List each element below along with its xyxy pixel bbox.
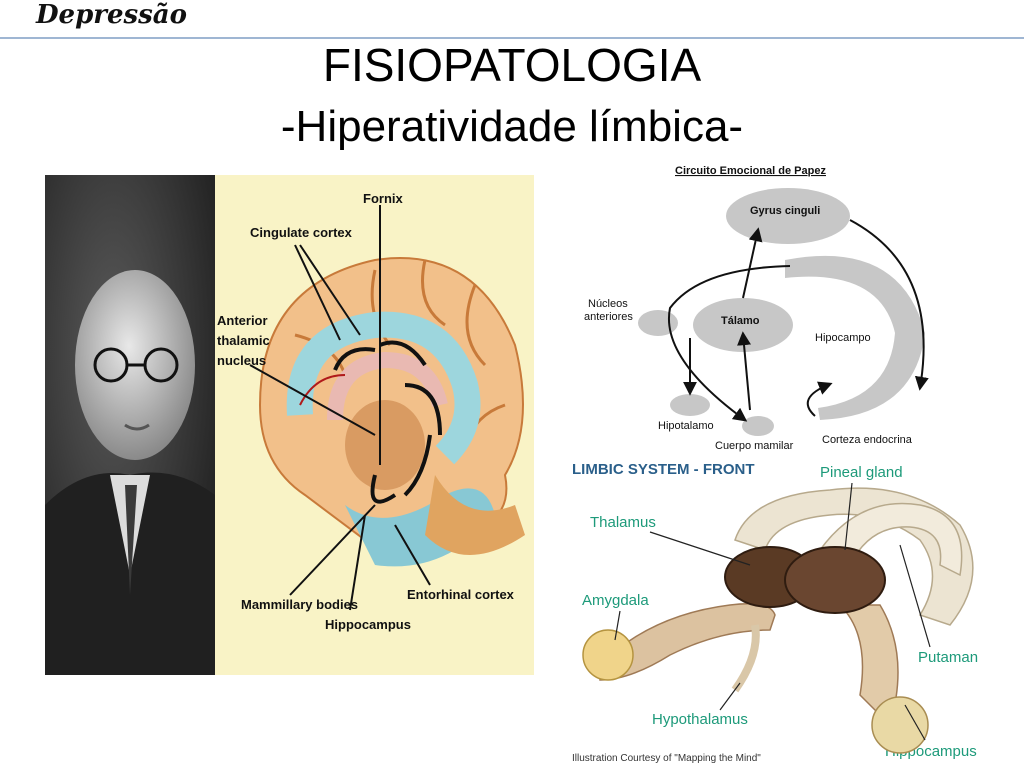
label-pineal-gland: Pineal gland <box>820 464 903 481</box>
label-hipocampo: Hipocampo <box>815 332 871 344</box>
slide-title: FISIOPATOLOGIA <box>322 39 702 91</box>
label-thalamic: thalamic <box>217 333 270 348</box>
label-talamo: Tálamo <box>721 315 760 327</box>
leader-lines <box>249 205 431 611</box>
papez-arrows <box>668 219 929 422</box>
node-nucleos <box>638 310 678 336</box>
brand-header: Depressão <box>36 0 187 30</box>
papez-circuit-diagram: Circuito Emocional de Papez Gyrus cingul… <box>584 165 929 452</box>
node-hipotalamo <box>670 394 710 416</box>
node-talamo <box>693 298 793 352</box>
label-fornix: Fornix <box>363 191 403 206</box>
limbic-system-figure: LIMBIC SYSTEM - FRONT Pineal gland Thala… <box>572 461 978 764</box>
slide-subtitle: -Hiperatividade límbica- <box>280 102 744 151</box>
label-corteza-endocrina: Corteza endocrina <box>822 434 913 446</box>
portrait-brain-figure: Fornix Cingulate cortex Anterior thalami… <box>45 175 534 675</box>
limbic-illustration <box>582 487 974 754</box>
label-amygdala: Amygdala <box>582 592 649 609</box>
limbic-title: LIMBIC SYSTEM - FRONT <box>572 461 755 478</box>
node-cuerpo-mamilar <box>742 416 774 436</box>
label-gyrus-cinguli: Gyrus cinguli <box>750 205 820 217</box>
label-thalamus: Thalamus <box>590 514 656 531</box>
brain-illustration <box>258 257 525 567</box>
label-anterior: Anterior <box>217 313 268 328</box>
portrait-photo <box>45 270 215 675</box>
label-putaman: Putaman <box>918 649 978 666</box>
limbic-leaders <box>614 482 931 741</box>
label-hipotalamo: Hipotalamo <box>658 420 714 432</box>
label-mammillary-bodies: Mammillary bodies <box>241 597 358 612</box>
label-nucleos-1: Núcleos <box>588 298 628 310</box>
label-nucleus: nucleus <box>217 353 266 368</box>
label-nucleos-2: anteriores <box>584 311 633 323</box>
amygdala-shape <box>582 629 634 681</box>
label-cuerpo-mamilar: Cuerpo mamilar <box>715 440 794 452</box>
node-hipocampo <box>785 255 925 420</box>
header-rule <box>0 37 1024 39</box>
label-hippocampus: Hippocampus <box>325 617 411 632</box>
papez-title: Circuito Emocional de Papez <box>675 165 826 177</box>
label-entorhinal-cortex: Entorhinal cortex <box>407 587 515 602</box>
label-cingulate-cortex: Cingulate cortex <box>250 225 353 240</box>
image-credit: Illustration Courtesy of "Mapping the Mi… <box>572 753 761 764</box>
label-hypothalamus: Hypothalamus <box>652 711 748 728</box>
